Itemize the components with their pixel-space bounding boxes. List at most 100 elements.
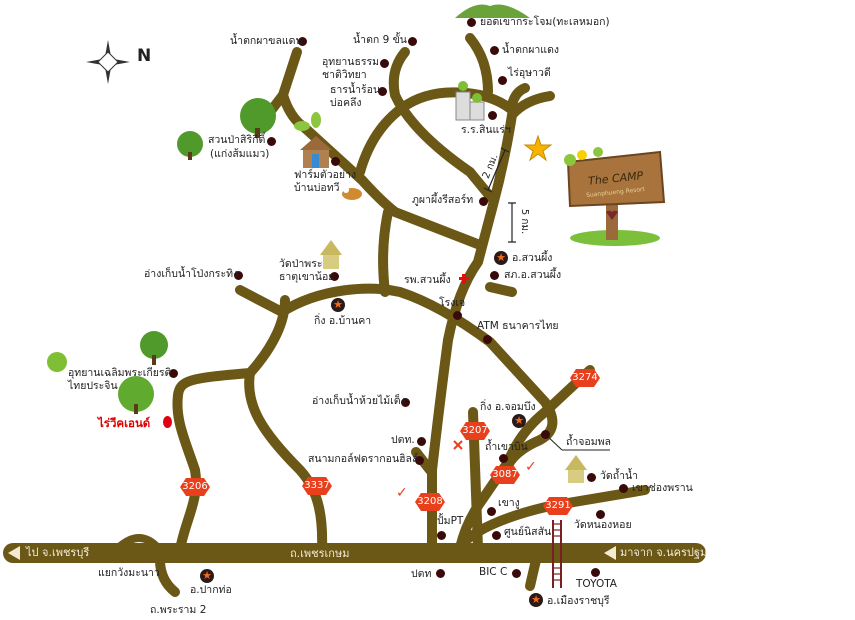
location-dot xyxy=(487,507,496,516)
route-shield-3087: 3087 xyxy=(490,466,520,484)
x-mark-icon xyxy=(453,440,463,450)
tree-icon xyxy=(177,131,203,160)
label-tham-chomphon: ถ้ำจอมพล xyxy=(566,436,611,448)
road-ban-kha-loop xyxy=(277,283,558,475)
tree-icon xyxy=(140,331,168,365)
location-dot xyxy=(498,76,507,85)
road-3337 xyxy=(244,368,328,555)
road-mueang xyxy=(525,555,541,591)
tree-icon xyxy=(240,98,276,138)
check-mark-icon: ✓ xyxy=(396,485,408,501)
location-dot xyxy=(415,456,424,465)
label-ptt-1: ปตท. xyxy=(391,434,415,446)
road-namtok-khondaen xyxy=(278,47,485,250)
temple-icon xyxy=(320,240,342,269)
label-hotspring-2: บ่อคลึง xyxy=(330,97,362,109)
road-rama2 xyxy=(155,555,180,597)
location-dot xyxy=(492,531,501,540)
label-wat-1: วัดป่าพระ xyxy=(279,258,323,270)
district-star-icon: ★ xyxy=(331,298,345,312)
label-chom-bueng: กิ่ง อ.จอมบึง xyxy=(480,401,536,413)
camp-sign-icon xyxy=(564,147,666,246)
label-rai-weekend[interactable]: ไร่วีคเอนด์ xyxy=(98,416,151,430)
red-cross-icon xyxy=(459,274,469,284)
district-star-icon: ★ xyxy=(529,593,543,607)
label-ban-kha: กิ่ง อ.บ้านคา xyxy=(314,315,372,327)
location-dot xyxy=(512,569,521,578)
location-dot xyxy=(169,369,178,378)
label-namtok-phadaeng: น้ำตกผาแดง xyxy=(502,44,560,56)
label-tham-khaobin: ถ้ำเขาบิน xyxy=(485,441,528,453)
label-chaloem-1: อุทยานเฉลิมพระเกียรติ xyxy=(68,367,172,379)
location-dot xyxy=(401,398,410,407)
location-dot xyxy=(267,137,276,146)
location-dot xyxy=(380,59,389,68)
location-dot xyxy=(499,454,508,463)
star-icon xyxy=(523,134,553,162)
location-dot xyxy=(453,311,462,320)
label-wat-thamnam: วัดถ้ำน้ำ xyxy=(600,470,639,482)
label-phupha: ภูผาผึ้งรีสอร์ท xyxy=(412,194,474,206)
district-star-icon: ★ xyxy=(200,569,214,583)
label-hotspring-1: ธารน้ำร้อน xyxy=(330,84,381,96)
label-reservoir-pong: อ่างเก็บน้ำโป่งกระทิง xyxy=(144,268,239,280)
highway-from-nakhonpathom: มาจาก จ.นครปฐม xyxy=(620,546,708,559)
road-3274 xyxy=(455,365,595,553)
label-namtok-9: น้ำตก 9 ขั้น xyxy=(353,34,407,46)
location-dot xyxy=(331,157,340,166)
road-yod-khao xyxy=(465,33,493,97)
cow-icon xyxy=(342,187,362,200)
location-dot xyxy=(490,271,499,280)
route-shield-3291: 3291 xyxy=(543,497,573,515)
label-pak-tho: อ.ปากท่อ xyxy=(190,584,232,596)
district-star-icon: ★ xyxy=(494,251,508,265)
location-dot xyxy=(436,569,445,578)
label-park-1: อุทยานธรรม xyxy=(322,56,380,68)
arrow-left-icon xyxy=(604,546,616,560)
school-building-icon xyxy=(455,81,485,121)
label-khao-chongphran: เขาช่องพราน xyxy=(632,482,693,494)
distance-5km: 5 กม. xyxy=(519,208,531,235)
location-dot xyxy=(298,37,307,46)
route-shield-3206: 3206 xyxy=(180,478,210,496)
label-farm-2: บ้านบ่อทวี xyxy=(294,182,340,194)
route-shield-3337: 3337 xyxy=(302,477,332,495)
farm-house-icon xyxy=(300,136,332,168)
label-chaloem-2: ไทยประจิน xyxy=(68,380,118,392)
location-dot xyxy=(437,531,446,540)
label-suanpa-1: สวนป่าสิริกิติ์ xyxy=(208,134,266,146)
location-dot xyxy=(483,335,492,344)
rai-weekend-marker[interactable] xyxy=(163,416,172,428)
label-yaek: แยกวังมะนาว xyxy=(98,567,160,579)
location-dot xyxy=(378,87,387,96)
mountain-icon xyxy=(455,4,530,18)
label-ptt-2: ปตท xyxy=(411,568,432,580)
label-khao-ngu: เขางู xyxy=(498,497,520,509)
label-amphoe-suanphueng: อ.สวนผึ้ง xyxy=(512,252,553,264)
label-police: สภ.อ.สวนผึ้ง xyxy=(504,269,562,281)
location-dot xyxy=(591,568,600,577)
leaf-icon xyxy=(294,112,321,131)
label-toyota: TOYOTA xyxy=(576,578,617,590)
label-wat-2: ธาตุเขาน้อย xyxy=(279,271,335,283)
route-shield-3274: 3274 xyxy=(570,369,600,387)
label-rongje: โรงเจ xyxy=(439,297,466,309)
arrow-left-icon xyxy=(8,546,20,560)
location-dot xyxy=(490,46,499,55)
label-atm: ATM ธนาคารไทย xyxy=(477,320,559,332)
highway-to-phetchaburi: ไป จ.เพชรบุรี xyxy=(26,546,90,559)
road-vertical-mid xyxy=(378,207,393,297)
label-nissan: ศูนย์นิสสัน xyxy=(504,526,552,538)
road-pong-krathing xyxy=(235,285,287,317)
distance-marker xyxy=(483,147,516,243)
road-rai-usawadee xyxy=(507,83,530,110)
label-pump-pt: ปั้มPT xyxy=(437,515,464,527)
highway-name: ถ.เพชรเกษม xyxy=(290,547,350,560)
tree-icon xyxy=(47,352,67,372)
label-park-2: ชาติวิทยา xyxy=(322,69,367,81)
label-farm-1: ฟาร์มตัวอย่าง xyxy=(294,169,357,181)
label-hospital: รพ.สวนผึ้ง xyxy=(404,274,451,286)
north-label: N xyxy=(137,46,152,66)
